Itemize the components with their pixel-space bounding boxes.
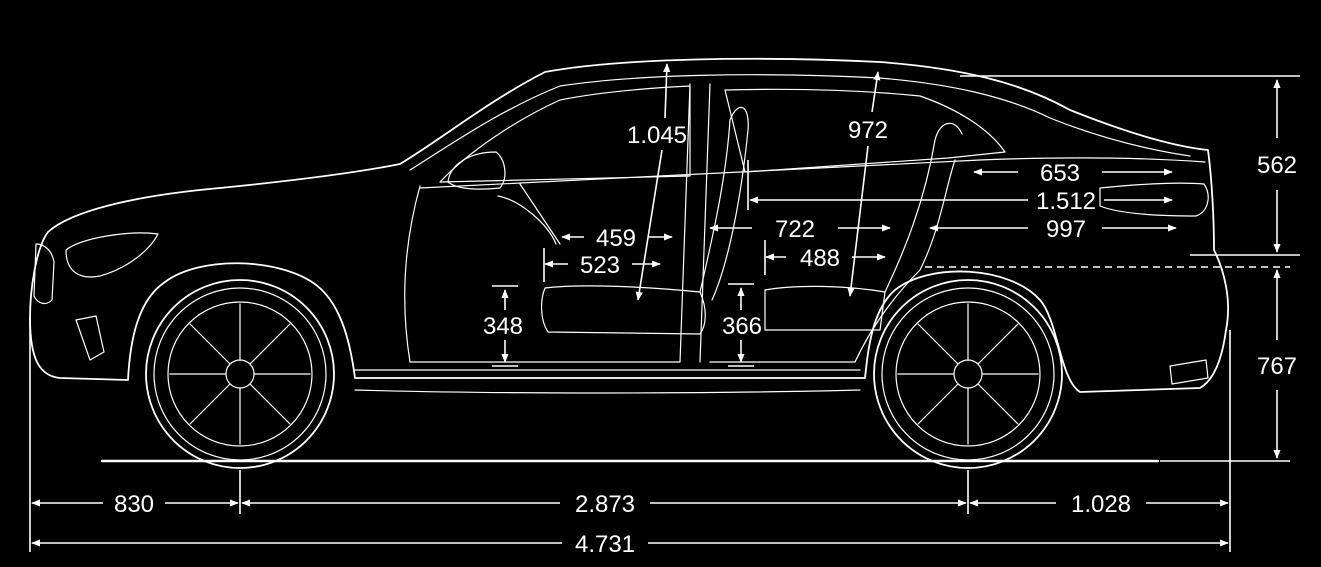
headroom-front-line <box>663 63 671 119</box>
front-seat <box>541 106 749 335</box>
cargo-length-label: 1.512 <box>1036 188 1096 215</box>
lower-height-label: 767 <box>1257 353 1297 380</box>
cargo-lower-label: 997 <box>1046 216 1086 243</box>
rear-overhang-label: 1.028 <box>1071 491 1131 518</box>
rear-seat <box>764 122 963 331</box>
front-seat-height-label: 348 <box>483 313 523 340</box>
front-seat-label: 523 <box>580 252 620 279</box>
overall-dimensions: 830 2.873 1.028 4.731 <box>29 318 1231 558</box>
body-outline <box>29 57 1229 393</box>
rear-window <box>724 88 1006 173</box>
front-legroom-label: 459 <box>596 225 636 252</box>
rear-seat-height-label: 366 <box>722 313 762 340</box>
height-dimensions: 562 767 <box>925 75 1300 462</box>
front-door <box>404 185 681 363</box>
wheelbase-label: 2.873 <box>575 491 635 518</box>
length-label: 4.731 <box>575 531 635 558</box>
side-mirror <box>447 151 506 190</box>
roof-inner <box>409 74 1191 171</box>
headroom-rear-line <box>871 71 881 113</box>
rear-wheel <box>873 279 1063 469</box>
fog-light <box>75 315 105 361</box>
grille <box>33 243 55 305</box>
rocker-panel <box>354 369 861 394</box>
front-wheel <box>145 279 335 469</box>
b-pillar <box>679 83 711 363</box>
cargo-upper-label: 653 <box>1040 160 1080 187</box>
upper-height-label: 562 <box>1257 152 1297 179</box>
headroom-rear-label: 972 <box>848 117 888 144</box>
front-overhang-label: 830 <box>114 491 154 518</box>
steering-wheel <box>497 183 561 245</box>
beltline <box>419 157 1206 189</box>
car-silhouette <box>29 57 1229 463</box>
rear-door <box>709 159 956 363</box>
headroom-front-label: 1.045 <box>627 122 687 149</box>
tailpipe <box>1169 359 1209 385</box>
front-window <box>439 85 691 183</box>
taillight <box>1099 182 1209 217</box>
interior-dimensions: 1.045 972 653 1.512 997 722 488 459 <box>483 63 1177 367</box>
rear-legroom-label: 722 <box>775 216 815 243</box>
headlight <box>65 232 159 278</box>
rear-seat-label: 488 <box>800 245 840 272</box>
